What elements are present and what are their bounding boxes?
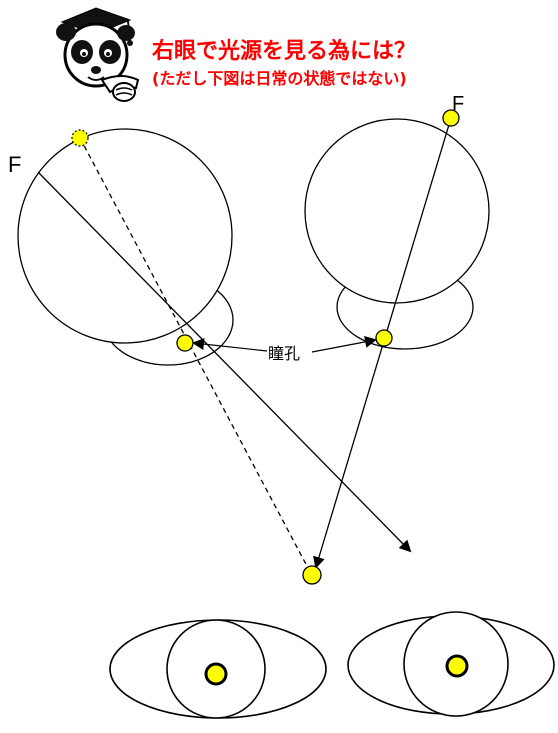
- left-eye-front-view: [109, 619, 327, 719]
- panda-mascot-icon: [56, 7, 140, 102]
- left-focus-dot-dashed: [71, 129, 89, 147]
- pupil-pointer-right: [311, 335, 377, 353]
- right-eye-front-view: [347, 611, 555, 717]
- page-title: 右眼で光源を見る為には？: [152, 39, 417, 64]
- light-source-dot: [302, 565, 322, 585]
- focus-label-right: F: [452, 93, 464, 115]
- page-subtitle: (ただし下図は日常の状態ではない): [152, 69, 407, 88]
- right-focus-dot: [442, 109, 460, 127]
- focus-label-left: F: [8, 152, 21, 177]
- right-eyeball: [304, 118, 490, 304]
- left-pupil-dot: [176, 334, 194, 352]
- left-ray-arrow: [37, 171, 412, 553]
- right-pupil-dot: [375, 329, 393, 347]
- pupil-pointer-left: [192, 338, 268, 352]
- dashed-ray-line: [79, 137, 309, 569]
- pupil-label: 瞳孔: [268, 345, 300, 363]
- left-eyeball: [17, 128, 233, 344]
